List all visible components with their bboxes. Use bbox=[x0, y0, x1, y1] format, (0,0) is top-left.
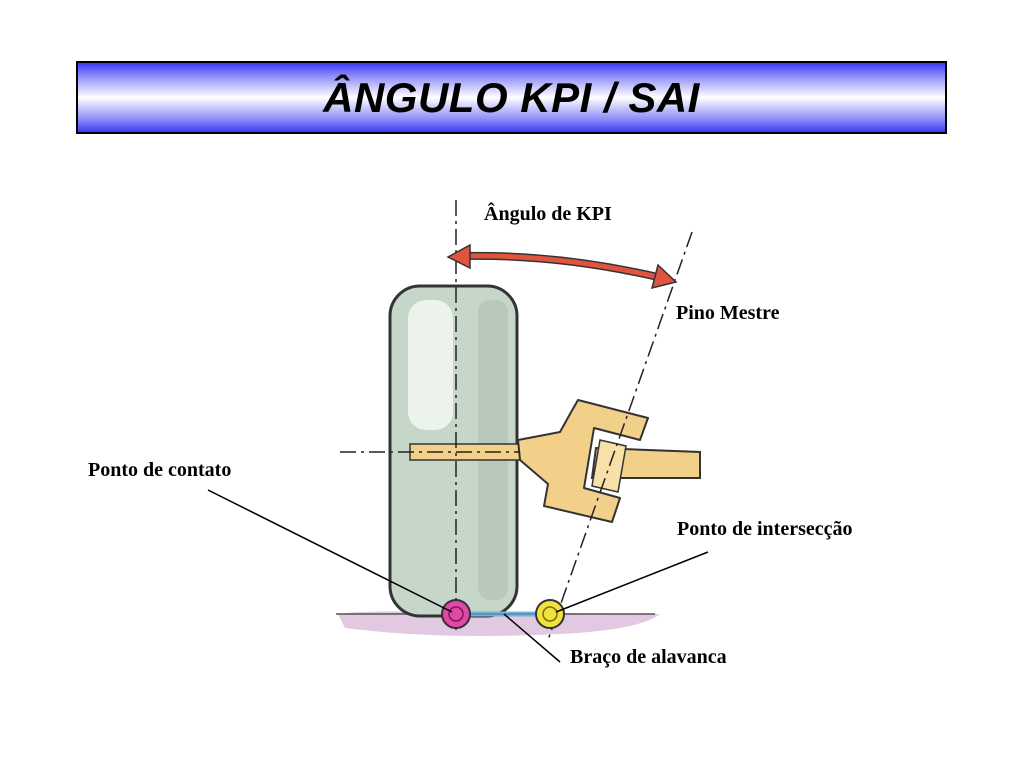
intersection-point-marker bbox=[535, 599, 565, 629]
label-king-pin: Pino Mestre bbox=[676, 302, 780, 324]
steering-knuckle bbox=[517, 399, 649, 523]
kpi-arrow-head-right bbox=[650, 263, 678, 290]
page-title: ÂNGULO KPI / SAI bbox=[323, 73, 700, 121]
intersection-leader-line bbox=[555, 551, 709, 613]
title-banner: ÂNGULO KPI / SAI bbox=[76, 61, 947, 134]
ground-shadow bbox=[338, 611, 660, 636]
lever-arm-leader-line bbox=[503, 613, 561, 663]
label-lever-arm: Braço de alavanca bbox=[570, 646, 727, 668]
kpi-arrow-arc-fill bbox=[461, 253, 663, 281]
label-kpi-angle: Ângulo de KPI bbox=[484, 203, 612, 225]
kpi-arrow-head-left bbox=[446, 243, 471, 270]
contact-leader-line bbox=[207, 489, 453, 613]
king-pin-axis bbox=[547, 231, 693, 641]
contact-point-marker bbox=[441, 599, 471, 629]
tire-highlight bbox=[408, 300, 453, 430]
label-intersection-point: Ponto de intersecção bbox=[677, 518, 853, 540]
label-contact-point: Ponto de contato bbox=[88, 459, 232, 481]
